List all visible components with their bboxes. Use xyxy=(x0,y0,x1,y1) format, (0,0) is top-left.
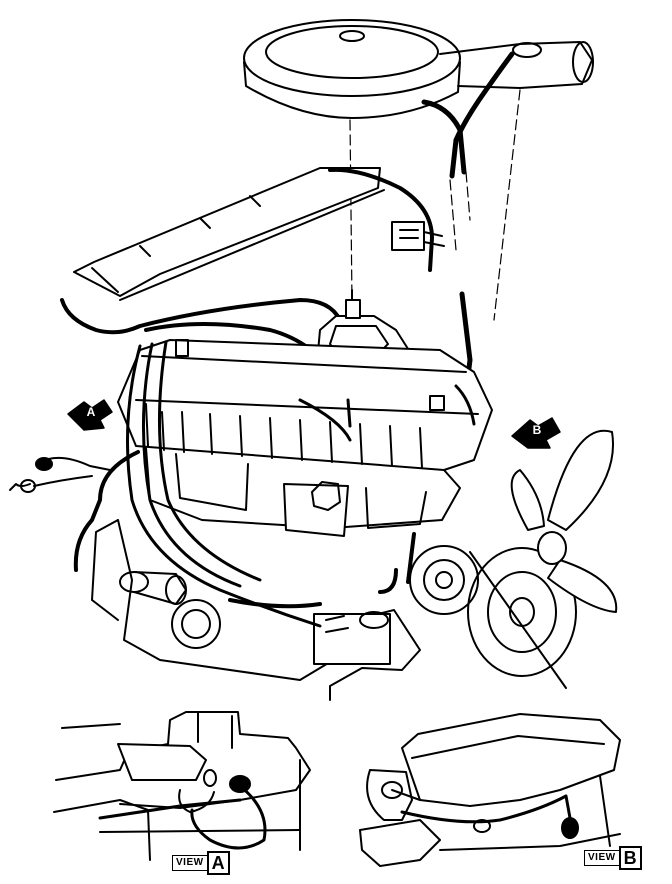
callout-b-letter: B xyxy=(532,423,542,437)
water-pump-pulley xyxy=(467,547,577,689)
fan-blade xyxy=(510,429,618,613)
air-cleaner xyxy=(243,19,594,119)
cylinder-head xyxy=(117,339,493,471)
view-a-label: VIEW A xyxy=(172,851,230,875)
callout-a-letter: A xyxy=(86,405,96,419)
spark-plug-wires xyxy=(126,340,476,628)
intake-manifold xyxy=(145,447,461,537)
engine-block xyxy=(91,519,421,701)
wire-harness-lower xyxy=(73,450,416,609)
valve-cover xyxy=(73,167,385,301)
view-a-arrow xyxy=(67,399,113,431)
view-a-letter: A xyxy=(206,851,230,875)
center-lines xyxy=(349,89,521,321)
sensor-connector xyxy=(9,456,111,493)
view-b-letter: B xyxy=(618,846,642,870)
view-a-word: VIEW xyxy=(172,855,208,871)
ignition-coil xyxy=(313,611,391,665)
wire-connector xyxy=(391,221,445,251)
starter-solenoid xyxy=(119,571,187,605)
view-a-inset xyxy=(53,711,311,861)
view-b-inset xyxy=(359,713,621,867)
view-b-arrow xyxy=(511,417,561,449)
view-b-label: VIEW B xyxy=(584,846,642,870)
vacuum-hose xyxy=(421,51,515,395)
view-b-word: VIEW xyxy=(584,850,620,866)
